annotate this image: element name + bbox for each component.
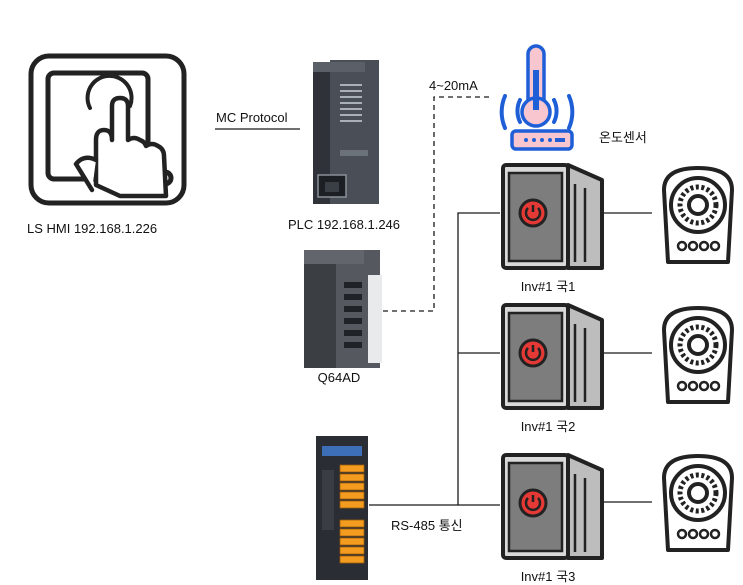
hmi-label: LS HMI 192.168.1.226 xyxy=(27,221,158,236)
rs485-module xyxy=(316,436,368,580)
plc-label: PLC 192.168.1.246 xyxy=(287,217,401,232)
inverter-2-icon xyxy=(501,303,604,410)
inverter-2-label: Inv#1 국2 xyxy=(520,419,576,434)
motor-1-icon xyxy=(662,166,734,264)
hmi-touch-icon xyxy=(28,53,187,206)
analog-signal-line xyxy=(383,96,492,312)
motor-2-icon xyxy=(662,306,734,404)
rs485-label: RS-485 통신 xyxy=(391,518,463,533)
temp-sensor-label: 온도센서 xyxy=(599,130,647,145)
q64ad-module xyxy=(304,250,382,368)
inverter-3-icon xyxy=(501,453,604,560)
connections xyxy=(215,96,652,506)
motor-3-icon xyxy=(662,454,734,552)
temperature-sensor-icon xyxy=(499,44,575,151)
q64ad-label: Q64AD xyxy=(317,370,361,385)
rs485-bus-main xyxy=(369,212,500,506)
current-signal-label: 4~20mA xyxy=(429,78,478,93)
mc-protocol-label: MC Protocol xyxy=(216,110,288,125)
inverter-1-label: Inv#1 국1 xyxy=(520,279,576,294)
inverter-1-icon xyxy=(501,163,604,270)
plc-module xyxy=(313,60,379,204)
inverter-3-label: Inv#1 국3 xyxy=(520,569,576,584)
